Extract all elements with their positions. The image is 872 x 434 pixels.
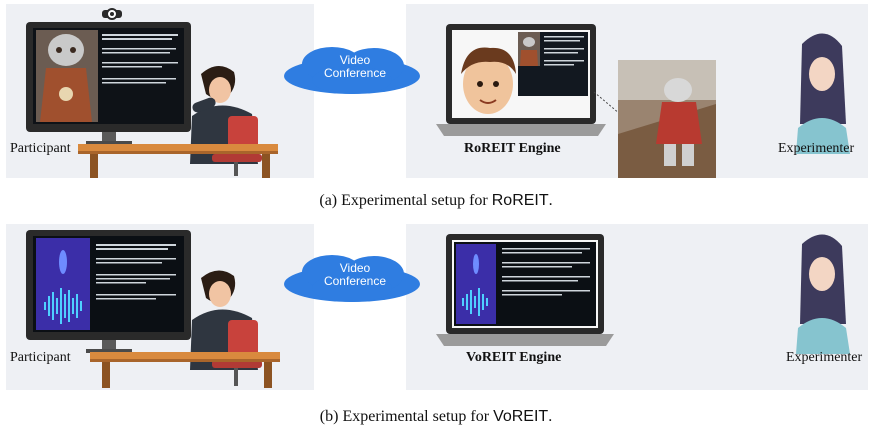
participant-label-a: Participant: [10, 141, 71, 156]
desk-a: [78, 144, 278, 178]
cloud-line2-a: Conference: [323, 66, 387, 80]
caption-b-system: VoREIT: [493, 408, 549, 425]
caption-a-suffix: .: [548, 192, 553, 209]
participant-label-b: Participant: [10, 350, 71, 365]
screen-text-lines-b: [96, 244, 176, 300]
speaker-oval-icon: [59, 250, 67, 274]
avatar-face-icon: [461, 47, 516, 114]
desk-b: [90, 352, 280, 388]
webcam-icon: [102, 8, 122, 20]
caption-b-prefix: (b) Experimental setup for: [319, 408, 494, 425]
caption-a-prefix: (a) Experimental setup for: [319, 192, 492, 209]
experimenter-person-a: [796, 33, 850, 154]
engine-label-a: RoREIT Engine: [464, 141, 561, 156]
engine-label-b: VoREIT Engine: [466, 350, 562, 365]
video-conference-cloud-a: [284, 47, 420, 94]
engine-setup-b: [436, 234, 850, 354]
caption-a: (a) Experimental setup for RoREIT.: [0, 192, 872, 210]
cloud-line1-a: Video: [339, 53, 371, 67]
experimenter-label-a: Experimenter: [778, 141, 855, 156]
cloud-label-b: Video Conference: [300, 262, 410, 288]
caption-a-system: RoREIT: [491, 192, 549, 209]
video-conference-cloud-b: [284, 255, 420, 302]
experimenter-label-b: Experimenter: [786, 350, 863, 365]
robot-icon: [36, 30, 98, 122]
participant-setup-a: [26, 8, 278, 178]
cloud-line1-b: Video: [339, 261, 371, 275]
participant-setup-b: [26, 230, 280, 388]
cloud-line2-b: Conference: [323, 274, 387, 288]
waveform-icon: [44, 288, 82, 324]
experimenter-person-b: [796, 234, 850, 354]
cloud-label-a: Video Conference: [300, 54, 410, 80]
caption-b: (b) Experimental setup for VoREIT.: [0, 408, 872, 426]
engine-setup-a: [436, 24, 850, 178]
screen-text-lines-a: [102, 34, 178, 84]
caption-b-suffix: .: [548, 408, 553, 425]
robot-photo: [618, 60, 716, 178]
